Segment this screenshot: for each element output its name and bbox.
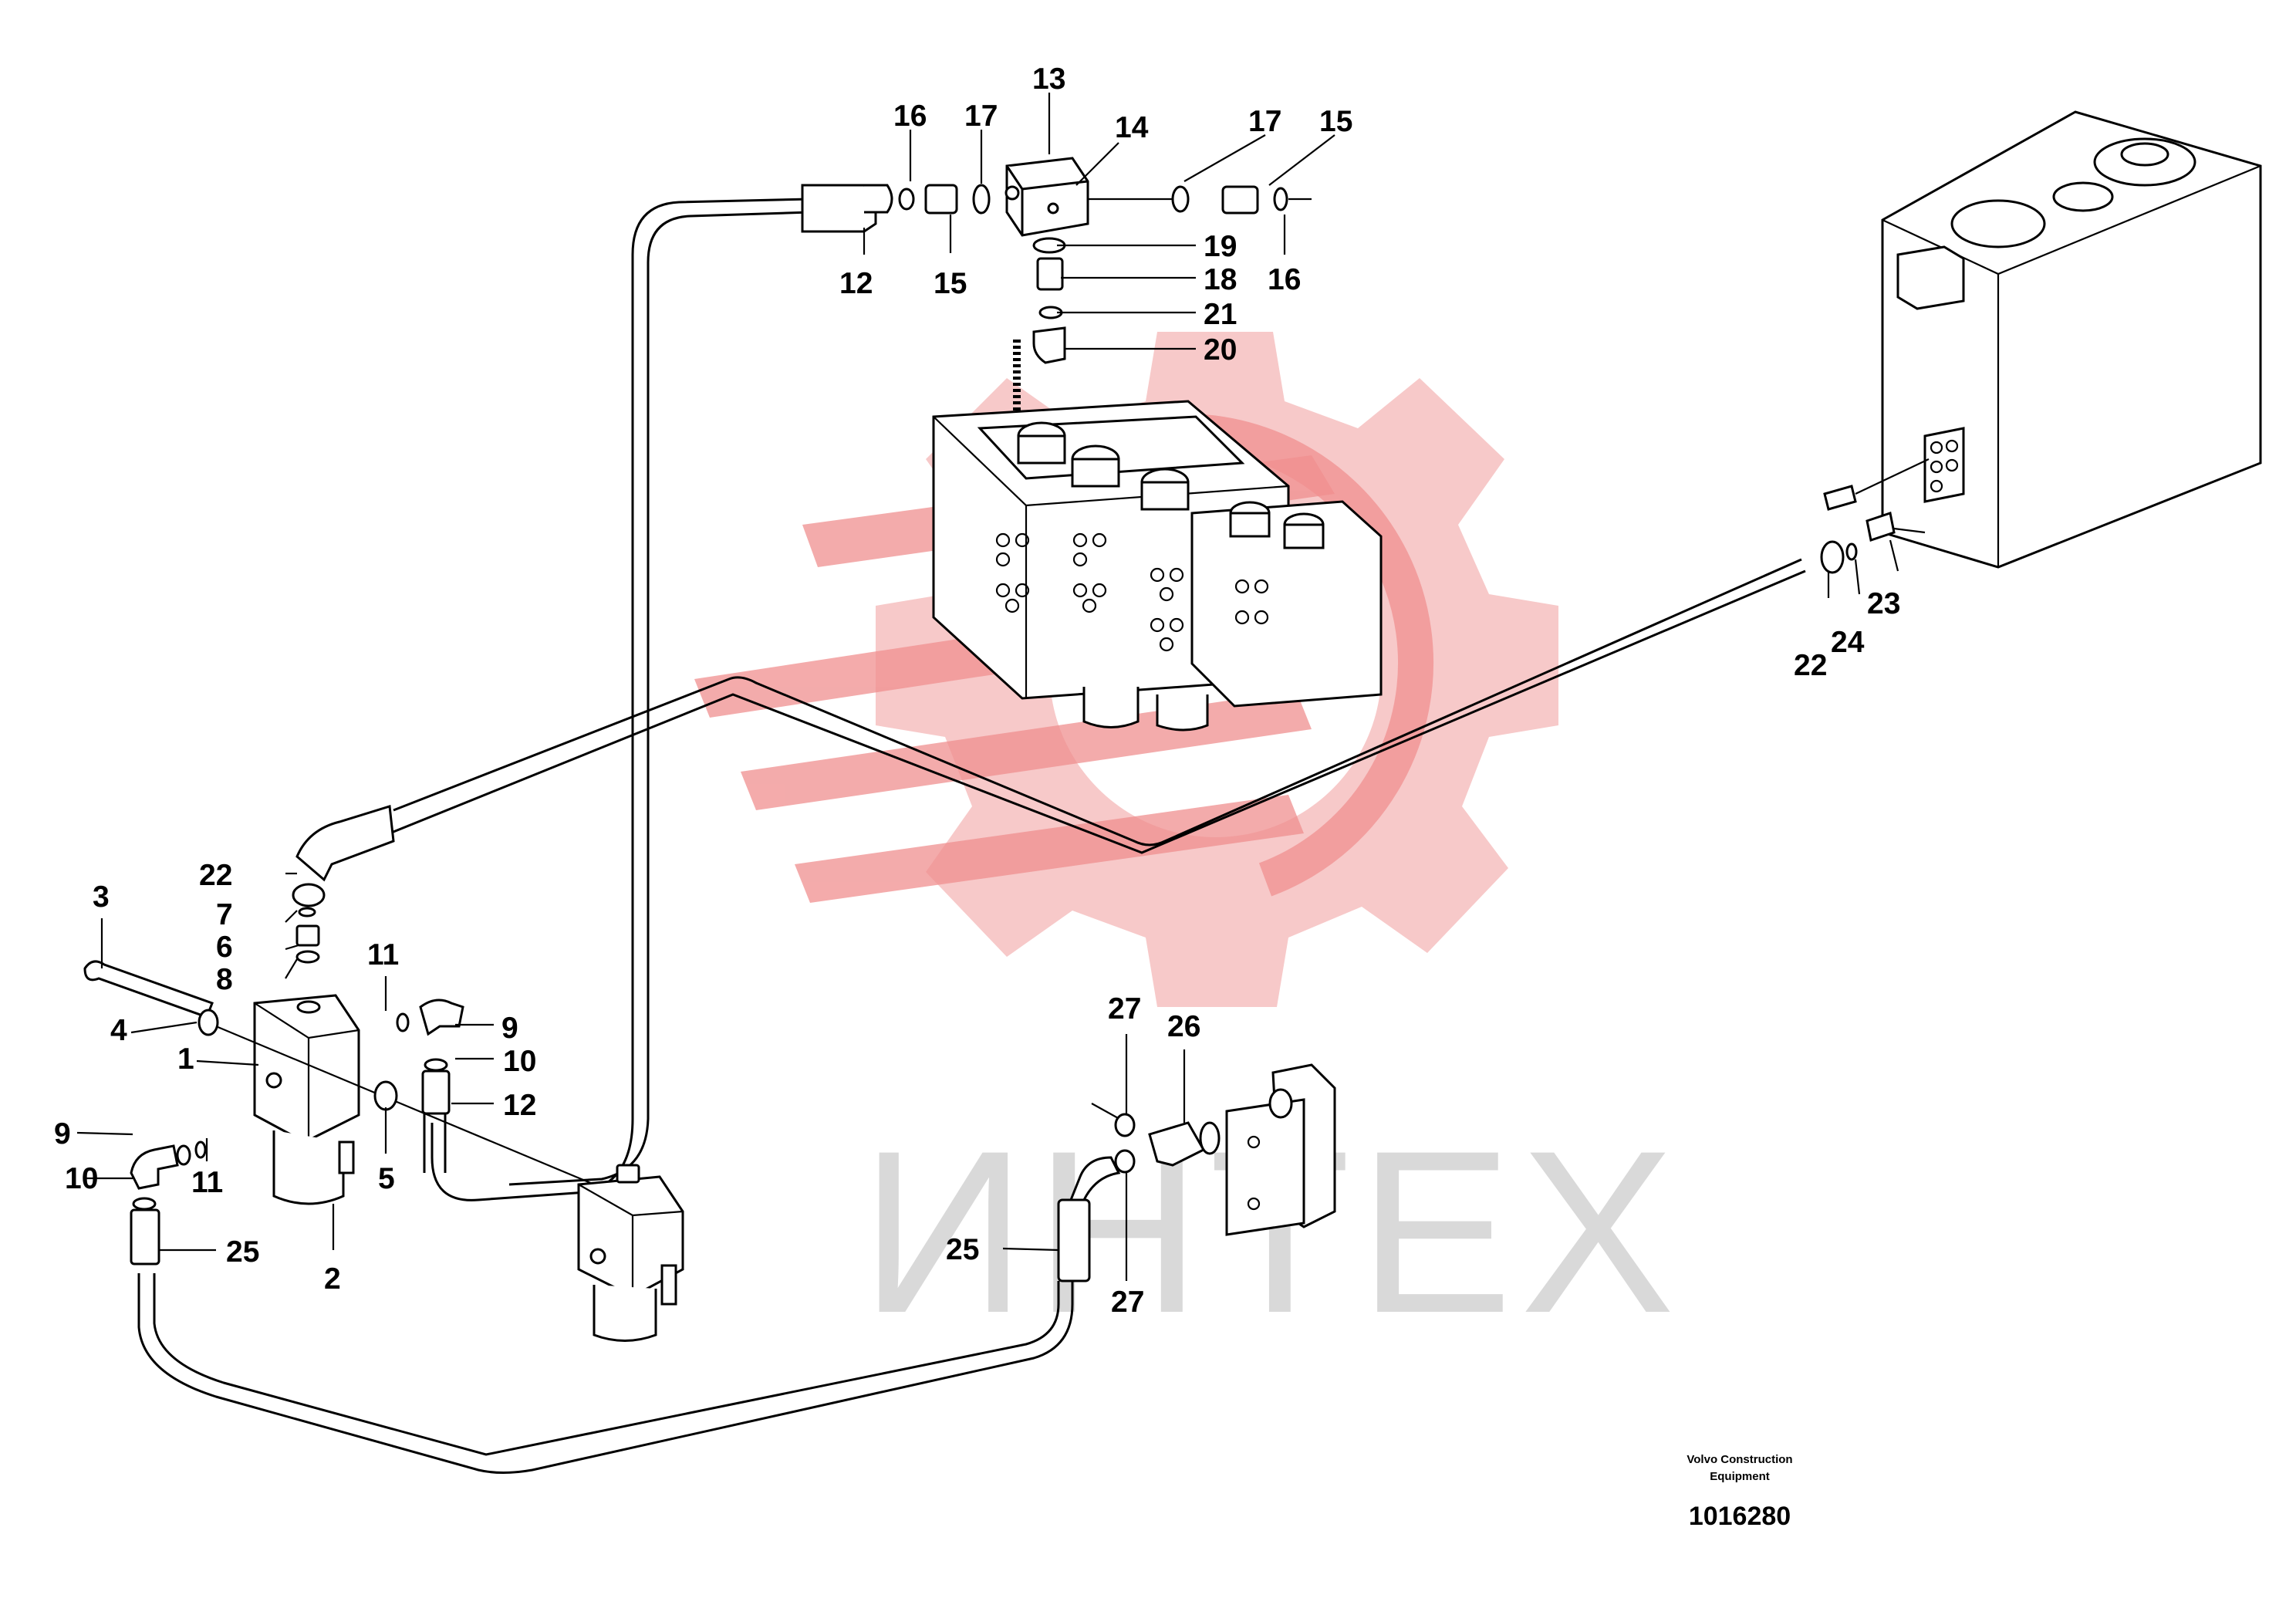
callout-7: 7 (216, 898, 233, 931)
callout-4: 4 (110, 1014, 127, 1047)
callout-19: 19 (1204, 230, 1237, 263)
callout-15-top: 15 (1319, 105, 1352, 138)
callout-5: 5 (378, 1162, 395, 1195)
callout-11-bottom: 11 (191, 1166, 223, 1199)
callout-16-right: 16 (1268, 263, 1301, 296)
callout-12-bottom: 12 (503, 1089, 536, 1122)
callout-9-left: 9 (54, 1117, 71, 1151)
caption-line2: Equipment (1710, 1470, 1770, 1483)
callouts: 13 14 16 17 17 15 12 15 16 19 18 21 20 2… (54, 63, 1900, 1319)
pilot-valve (577, 1164, 684, 1342)
callout-22-right: 22 (1794, 649, 1827, 682)
hydraulic-tank (1820, 110, 2262, 574)
watermark-logo-arc (1202, 414, 1433, 897)
callout-27-top: 27 (1108, 992, 1141, 1026)
valve-block-13 (801, 157, 1312, 432)
callout-23: 23 (1867, 587, 1900, 620)
callout-15-mid: 15 (934, 267, 967, 300)
callout-20: 20 (1204, 333, 1237, 367)
caption: Volvo Construction Equipment 1016280 (1687, 1453, 1792, 1531)
caption-line1: Volvo Construction (1687, 1453, 1792, 1466)
callout-9-right: 9 (501, 1012, 518, 1045)
callout-27-bottom: 27 (1111, 1286, 1144, 1319)
callout-26: 26 (1167, 1010, 1200, 1043)
callout-8: 8 (216, 963, 233, 996)
callout-18: 18 (1204, 263, 1237, 296)
callout-10-right: 10 (503, 1045, 536, 1078)
callout-16-top: 16 (893, 100, 927, 133)
callout-25-left: 25 (226, 1235, 259, 1269)
callout-17-top-left: 17 (964, 100, 998, 133)
callout-12-top: 12 (839, 267, 873, 300)
drawing-number: 1016280 (1689, 1502, 1791, 1531)
callout-25-right: 25 (946, 1233, 979, 1266)
callout-22-left: 22 (199, 859, 232, 892)
callout-21: 21 (1204, 298, 1237, 331)
callout-24: 24 (1831, 626, 1865, 659)
callout-11-top: 11 (367, 938, 399, 972)
callout-3: 3 (93, 880, 110, 914)
callout-13: 13 (1032, 63, 1065, 96)
callout-10-left: 10 (65, 1162, 98, 1195)
leader-lines (76, 93, 1899, 1281)
callout-6: 6 (216, 931, 233, 964)
callout-17-top-right: 17 (1248, 105, 1281, 138)
callout-2: 2 (324, 1262, 341, 1296)
bracket-assembly (1057, 1063, 1336, 1282)
control-valve-bank (932, 400, 1383, 732)
callout-1: 1 (177, 1042, 194, 1076)
callout-14: 14 (1115, 111, 1149, 144)
